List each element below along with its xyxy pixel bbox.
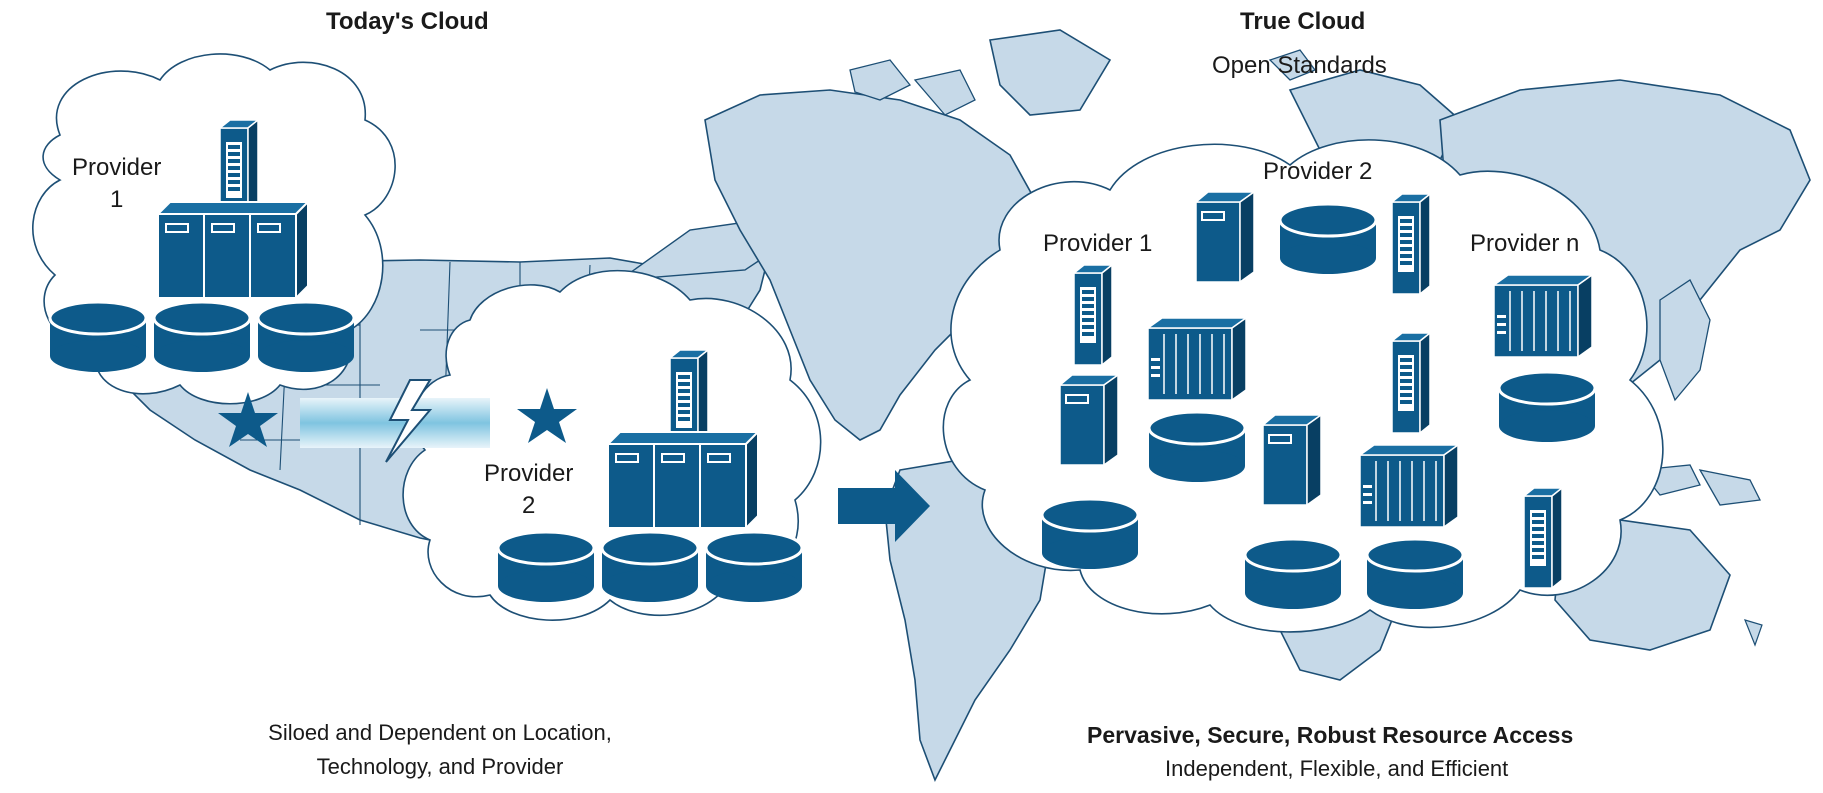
firewall-icon xyxy=(1524,488,1563,588)
wan-link-icon xyxy=(300,379,490,463)
rack-chassis-icon xyxy=(1494,275,1593,357)
server-icon xyxy=(608,431,758,528)
right-title: True Cloud xyxy=(1240,8,1366,35)
right-provider1-label: Provider 1 xyxy=(1043,230,1153,257)
server-icon xyxy=(1263,415,1322,505)
server-icon xyxy=(158,201,308,298)
rack-chassis-icon xyxy=(1148,318,1247,400)
right-subtitle: Open Standards xyxy=(1212,52,1387,79)
storage-disk-icon xyxy=(256,300,356,374)
storage-disk-icon xyxy=(600,530,700,604)
rack-chassis-icon xyxy=(1360,445,1459,527)
server-icon xyxy=(1196,192,1255,282)
firewall-icon xyxy=(1074,265,1113,365)
storage-disk-icon xyxy=(496,530,596,604)
arrow-right-icon xyxy=(838,470,930,542)
star-icon xyxy=(517,388,577,443)
storage-disk-icon xyxy=(1147,410,1247,484)
storage-disk-icon xyxy=(152,300,252,374)
storage-disk-icon xyxy=(1040,497,1140,571)
left-caption: Siloed and Dependent on Location, Techno… xyxy=(268,720,612,779)
right-caption-title: Pervasive, Secure, Robust Resource Acces… xyxy=(1087,722,1574,748)
right-caption-sub: Independent, Flexible, and Efficient xyxy=(1165,756,1509,781)
star-icon xyxy=(218,392,278,447)
left-provider2-label: Provider 2 xyxy=(484,460,574,519)
firewall-icon xyxy=(1392,333,1431,433)
storage-disk-icon xyxy=(1497,370,1597,444)
right-providern-label: Provider n xyxy=(1470,230,1580,257)
server-icon xyxy=(1060,375,1119,465)
storage-disk-icon xyxy=(1365,537,1465,611)
storage-disk-icon xyxy=(704,530,804,604)
storage-disk-icon xyxy=(48,300,148,374)
storage-disk-icon xyxy=(1243,537,1343,611)
storage-disk-icon xyxy=(1278,202,1378,276)
left-title: Today's Cloud xyxy=(326,8,489,35)
left-provider1-label: Provider 1 xyxy=(72,154,162,213)
right-provider2-label: Provider 2 xyxy=(1263,158,1373,185)
firewall-icon xyxy=(1392,194,1431,294)
